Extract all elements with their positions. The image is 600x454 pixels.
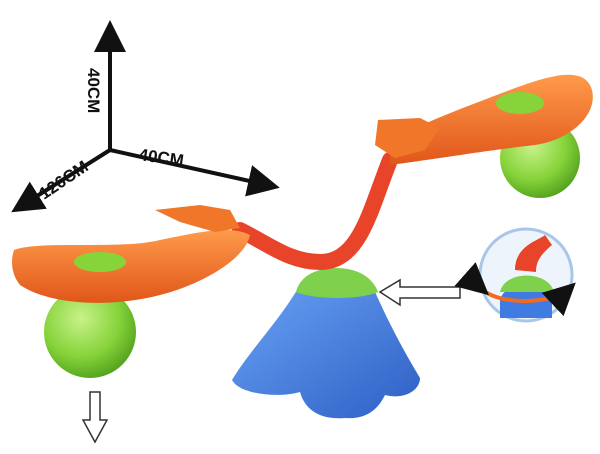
- right-seat-pad: [496, 92, 544, 114]
- left-seat: [12, 230, 250, 303]
- right-handle: [375, 118, 440, 158]
- length-arrow: [11, 148, 112, 213]
- length-label: 126CM: [36, 157, 92, 203]
- width-label: 40CM: [137, 145, 185, 170]
- left-ball: [44, 286, 136, 378]
- right-seat: [390, 74, 593, 165]
- dimension-arrows: 40CM 40CM 126CM: [11, 20, 280, 213]
- height-label: 40CM: [84, 68, 103, 113]
- left-handle: [155, 205, 240, 232]
- width-arrow: [109, 148, 280, 197]
- seesaw-arm: [232, 152, 398, 271]
- seesaw-base: [232, 268, 420, 419]
- pointer-arrow-left: [378, 278, 461, 307]
- rotation-detail-inset: [454, 227, 576, 323]
- pointer-arrow-down: [81, 391, 109, 444]
- left-seat-pad: [74, 252, 126, 272]
